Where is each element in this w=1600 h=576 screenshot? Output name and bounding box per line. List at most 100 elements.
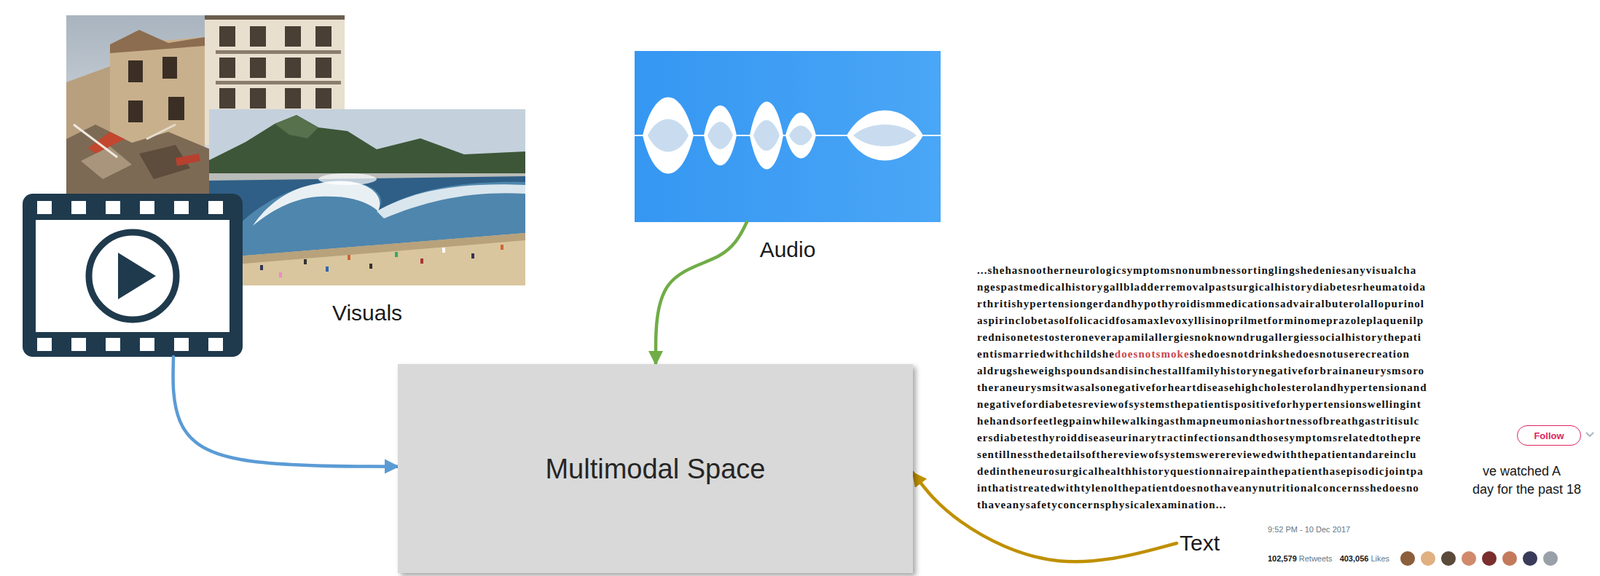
tsunami-photo-part <box>394 252 398 258</box>
earthquake-photo-part <box>315 26 332 47</box>
earthquake-photo-part <box>284 57 301 78</box>
video-icon-part <box>208 338 223 352</box>
audio-waveform-part-part <box>785 112 817 159</box>
audio-box: Audio <box>634 51 941 223</box>
earthquake-photo-part <box>215 50 341 54</box>
tsunami-photo-part <box>252 180 380 226</box>
earthquake-photo-part <box>315 88 332 109</box>
tweet-decoration-part <box>1481 551 1497 567</box>
audio-waveform-part-part <box>753 120 780 151</box>
video-icon-part <box>105 338 121 352</box>
video-icon-part <box>35 220 230 333</box>
tsunami-photo-part <box>303 259 307 265</box>
document-text: sentillnessthedetailsofthereviewofsystem… <box>977 448 1417 461</box>
audio-waveform-part-part <box>642 97 694 175</box>
video-icon-part <box>22 193 243 358</box>
tsunami-photo-part <box>260 265 264 271</box>
tsunami-photo-part <box>369 263 373 269</box>
highlighted-text: doesnotsmoke <box>1114 348 1190 360</box>
text-source-label: Text <box>1176 531 1223 556</box>
audio-waveform-part-part <box>749 102 784 170</box>
audio-waveform-part-part <box>707 121 733 150</box>
audio-waveform-part-part <box>789 126 813 146</box>
earthquake-photo-part <box>128 100 143 123</box>
tweet-stat: Likes <box>1370 554 1390 564</box>
tsunami-photo-part <box>279 272 282 278</box>
video-icon-part <box>118 252 156 300</box>
document-text: entismarriedwithchildshe <box>977 348 1115 360</box>
video-icon-part <box>71 338 86 352</box>
tsunami-photo-part <box>420 258 424 264</box>
earthquake-photo-part <box>175 153 201 167</box>
follow-button: Follow <box>1516 425 1582 446</box>
tweet-decoration-part <box>1441 551 1456 567</box>
document-text: aspirinclobetasolfolicacidfosamaxlevoxyl… <box>977 314 1424 327</box>
earthquake-photo-part <box>249 26 266 47</box>
video-icon-part <box>208 201 223 215</box>
video-icon-part <box>174 338 189 352</box>
video-icon-part <box>71 201 86 215</box>
earthquake-photo-part <box>215 80 341 85</box>
follow-button: Follow <box>1533 429 1564 443</box>
earthquake-photo-part <box>168 96 185 121</box>
tweet-decoration-part <box>1420 551 1436 567</box>
text-line: aspirinclobetasolfolicacidfosamaxlevoxyl… <box>977 312 1428 330</box>
tweet-decoration-part <box>1502 551 1517 567</box>
audio-waveform-part-part <box>647 119 689 153</box>
text-line: rednisonetestosteroneverapamilallergiesn… <box>977 329 1428 347</box>
text-line: entismarriedwithchildshedoesnotsmokeshed… <box>977 346 1428 363</box>
tsunami-photo-part <box>209 109 526 286</box>
text-line: ersdiabetesthyroiddiseaseurinarytractinf… <box>977 429 1428 447</box>
text-line: dedintheneurosurgicalhealthhistoryquesti… <box>977 463 1428 481</box>
document-text: ...shehasnootherneurologicsymptomsnonumb… <box>977 264 1417 277</box>
text-line: theraneurysmsitwasalsonegativeforheartdi… <box>977 379 1428 397</box>
video-icon <box>22 193 243 358</box>
video-icon-part <box>37 338 52 352</box>
document-text: ngespastmedicalhistorygallbladderremoval… <box>977 281 1426 293</box>
earthquake-photo-part <box>219 57 236 78</box>
document-text: ersdiabetesthyroiddiseaseurinarytractinf… <box>977 432 1422 444</box>
tsunami-photo-part <box>209 115 526 184</box>
audio-waveform <box>634 51 941 223</box>
visuals-group: Visuals <box>22 15 526 358</box>
text-line: inthatistreatedwithtylenolthepatientdoes… <box>977 480 1428 497</box>
document-text: inthatistreatedwithtylenolthepatientdoes… <box>977 482 1420 494</box>
tsunami-photo-part <box>274 115 319 139</box>
earthquake-photo-part <box>284 26 301 47</box>
document-text: aldrugsheweighspoundsandisinchestallfami… <box>977 365 1425 377</box>
audio-waveform-part <box>634 51 941 223</box>
earthquake-photo-part <box>73 124 118 158</box>
audio-waveform-part-part <box>846 110 924 162</box>
document-text: rthritishypertensiongerdandhypothyroidis… <box>977 297 1425 310</box>
document-text: hehandsorfeetlegpainwhilewalkingasthmapn… <box>977 415 1420 427</box>
audio-waveform-part <box>642 97 924 175</box>
earthquake-photo-part <box>219 26 236 47</box>
tweet-stat: Retweets <box>1299 554 1333 564</box>
tweet-stat: 403,056 <box>1339 554 1370 564</box>
audio-waveform-part-part <box>853 124 917 147</box>
tweet-decoration-part <box>1543 551 1558 567</box>
tweet-decoration-part <box>1400 551 1415 567</box>
node-label: Text <box>1179 531 1220 556</box>
tsunami-photo-part <box>209 233 526 286</box>
multimodal-space-box: Multimodal Space <box>397 364 913 574</box>
text-line: hehandsorfeetlegpainwhilewalkingasthmapn… <box>977 413 1428 430</box>
video-icon-part <box>139 201 155 215</box>
tsunami-photo-part <box>325 266 329 272</box>
tweet-decoration-part <box>1522 551 1538 567</box>
document-text: thaveanysafetyconcernsphysicalexaminatio… <box>977 499 1227 511</box>
node-label: Visuals <box>332 300 403 326</box>
text-line: negativefordiabetesreviewofsystemsthepat… <box>977 396 1428 414</box>
video-icon-part <box>174 201 189 215</box>
document-text: theraneurysmsitwasalsonegativeforheartdi… <box>977 381 1428 394</box>
tweet-text: ve watched A <box>1482 464 1561 479</box>
earthquake-photo-part <box>146 124 176 140</box>
video-icon-part <box>139 338 155 352</box>
text-line: thaveanysafetyconcernsphysicalexaminatio… <box>977 496 1428 514</box>
document-text: shedoesnotdrinkshedoesnotuserecreation <box>1189 348 1410 360</box>
earthquake-photo-part <box>80 146 132 180</box>
curved-arrow <box>173 357 398 468</box>
tweet-stat: 102,579 <box>1267 554 1297 564</box>
tsunami-photo-part <box>376 184 526 219</box>
